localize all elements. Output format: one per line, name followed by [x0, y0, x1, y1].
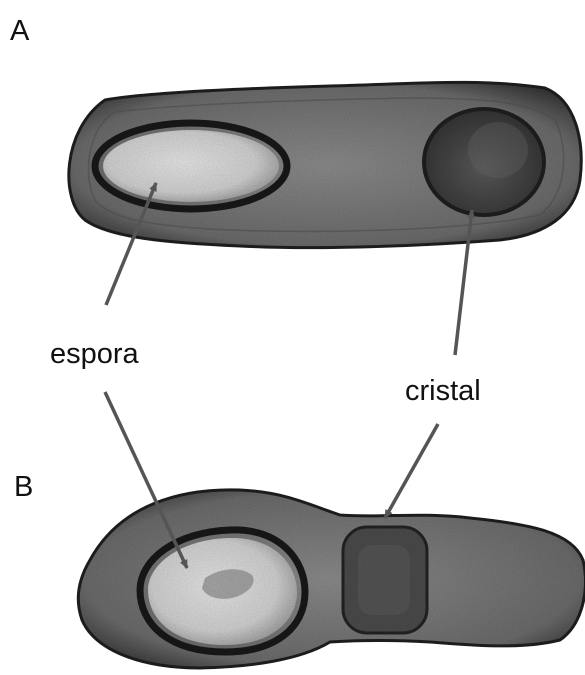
crystal-a-highlight — [468, 122, 528, 178]
crystal-b-highlight — [358, 545, 410, 615]
crystal-arrow-b — [385, 424, 438, 518]
cell-a — [69, 82, 581, 247]
cell-b — [78, 490, 585, 668]
panel-label-a: A — [10, 17, 29, 46]
spore-a-interior — [103, 130, 279, 202]
panel-label-b: B — [14, 473, 33, 502]
spore-label: espora — [50, 340, 139, 369]
crystal-label: cristal — [405, 377, 481, 406]
